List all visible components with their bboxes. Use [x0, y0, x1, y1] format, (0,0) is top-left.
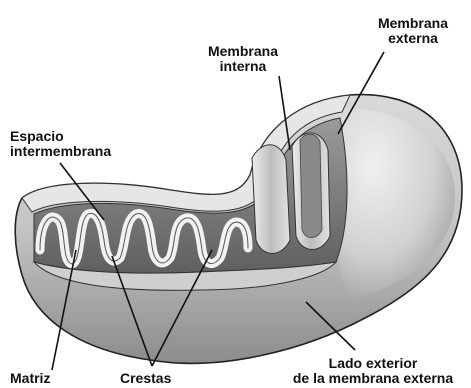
- label-outer-surface: Lado exterior de la membrana externa: [280, 356, 466, 386]
- inner-membrane-plate-3: [300, 134, 322, 237]
- label-intermembrane-space: Espacio intermembrana: [10, 129, 111, 159]
- label-cristae: Crestas: [120, 371, 171, 386]
- label-outer-surface-line2: de la membrana externa: [280, 371, 466, 386]
- label-outer-membrane-line2: externa: [374, 31, 452, 46]
- label-intermembrane-line2: intermembrana: [10, 144, 111, 159]
- label-intermembrane-line1: Espacio: [10, 129, 111, 144]
- label-outer-membrane: Membrana externa: [374, 16, 452, 46]
- label-matrix: Matriz: [10, 371, 50, 386]
- label-outer-membrane-line1: Membrana: [374, 16, 452, 31]
- label-inner-membrane-line1: Membrana: [200, 44, 286, 59]
- label-inner-membrane-line2: interna: [200, 59, 286, 74]
- label-inner-membrane: Membrana interna: [200, 44, 286, 74]
- label-outer-surface-line1: Lado exterior: [280, 356, 466, 371]
- inner-membrane-plate-1: [252, 145, 290, 254]
